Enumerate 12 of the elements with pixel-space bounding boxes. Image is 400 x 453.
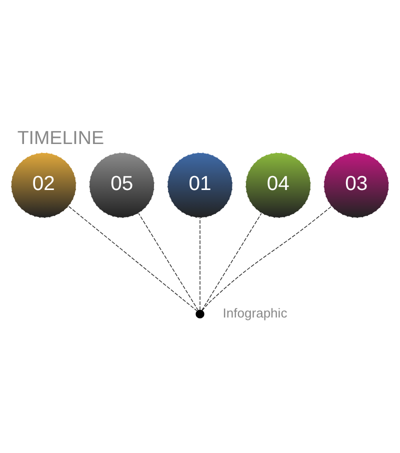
node-circle: 01 (167, 152, 233, 218)
diagram-title: TIMELINE (17, 126, 104, 148)
node-circle: 04 (245, 152, 312, 218)
connector (68, 206, 198, 312)
node-circle (196, 310, 204, 318)
node-circle: 02 (10, 152, 77, 218)
node-circle: 03 (323, 152, 390, 218)
label: Infographic (222, 305, 288, 320)
connector (138, 212, 199, 311)
connector (202, 206, 332, 311)
connector (201, 212, 262, 311)
node-circle: 05 (88, 152, 155, 218)
